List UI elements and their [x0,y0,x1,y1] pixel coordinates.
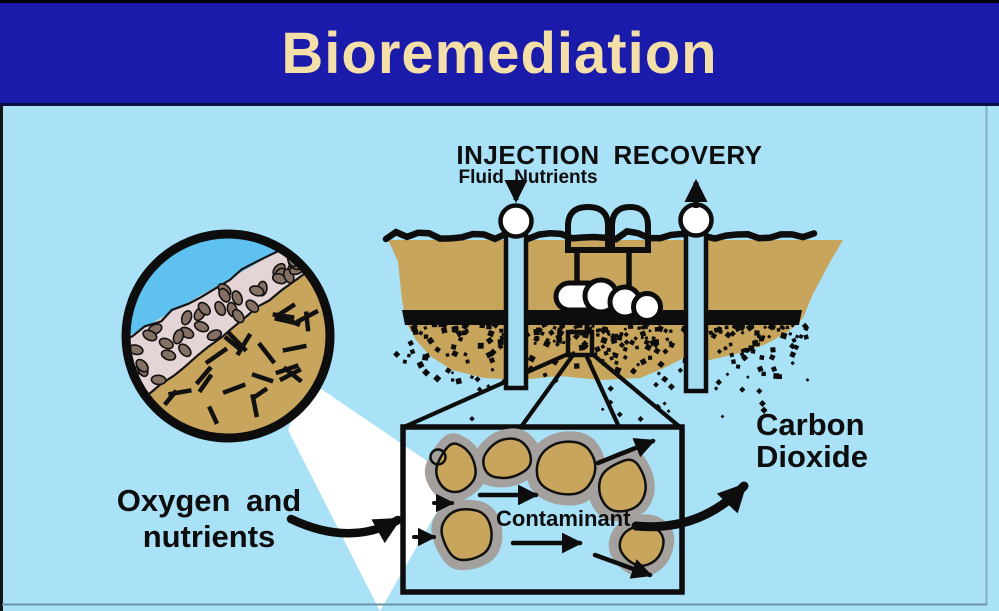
tank-icon [609,203,651,253]
magnified-area-square [565,329,595,358]
recovery-well [678,202,714,394]
oxygen-input-arrow-icon [286,514,403,544]
carbon-dioxide-label: Carbon Dioxide [756,409,868,473]
co2-label-line2: Dioxide [756,439,868,474]
ground-surface-line [382,227,818,243]
oxygen-nutrients-label: Oxygen and nutrients [103,483,315,555]
recovery-label: RECOVERY [613,140,763,170]
injection-well [498,203,534,391]
co2-output-arrow-icon [631,481,749,532]
magnifier-fan [403,312,682,429]
tank-icon [565,203,611,253]
oxygen-label-line2: nutrients [142,519,276,554]
co2-label-line1: Carbon [756,407,865,442]
contaminant-zoom-box [400,424,685,595]
title-banner: Bioremediation [0,0,999,106]
contaminant-label: Contaminant [496,506,631,531]
injection-wellhead [498,203,534,239]
inset-circle-outline [121,229,335,443]
frame-borders [0,104,988,611]
soil-microbes-inset [121,229,335,443]
injection-label: INJECTION [456,140,600,170]
contaminant-plume-speckles [393,320,810,423]
rod-microbes-icon [162,302,320,425]
oxygen-label-line1: Oxygen and [116,483,302,518]
injection-fluid-nutrients-label: Fluid Nutrients [458,167,598,188]
magnifier-beam [288,380,455,611]
page-title: Bioremediation [281,20,718,86]
microbe-marker-circle [429,448,447,466]
soil-particles [435,437,665,568]
flow-arrows [412,438,656,579]
inset-boundary-line [147,259,321,396]
recovery-wellhead [678,202,714,238]
pump-cylinders-icon [553,277,663,323]
